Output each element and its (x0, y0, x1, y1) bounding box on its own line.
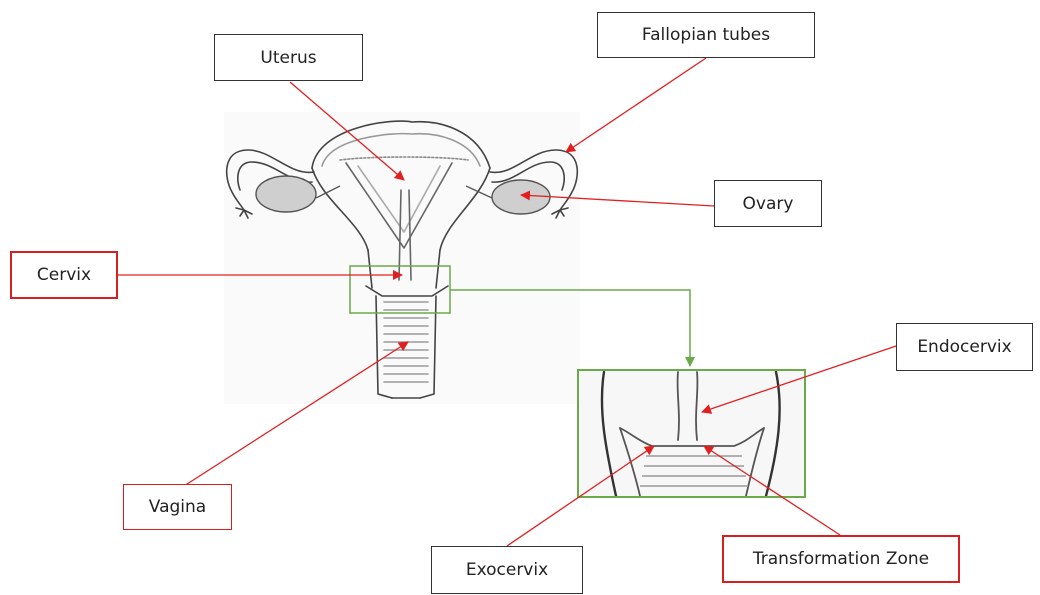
label-uterus: Uterus (214, 34, 363, 81)
left-ovary (256, 176, 316, 212)
pointer-fallopian-tubes (566, 58, 706, 152)
label-endocervix: Endocervix (896, 323, 1033, 371)
label-vagina: Vagina (123, 484, 232, 530)
label-transformation-zone: Transformation Zone (722, 535, 960, 583)
label-exocervix: Exocervix (431, 546, 583, 594)
label-ovary: Ovary (714, 180, 822, 227)
illustration-background (224, 112, 580, 404)
label-fallopian-tubes: Fallopian tubes (597, 12, 815, 58)
right-ovary (492, 180, 550, 214)
label-cervix: Cervix (10, 251, 118, 299)
